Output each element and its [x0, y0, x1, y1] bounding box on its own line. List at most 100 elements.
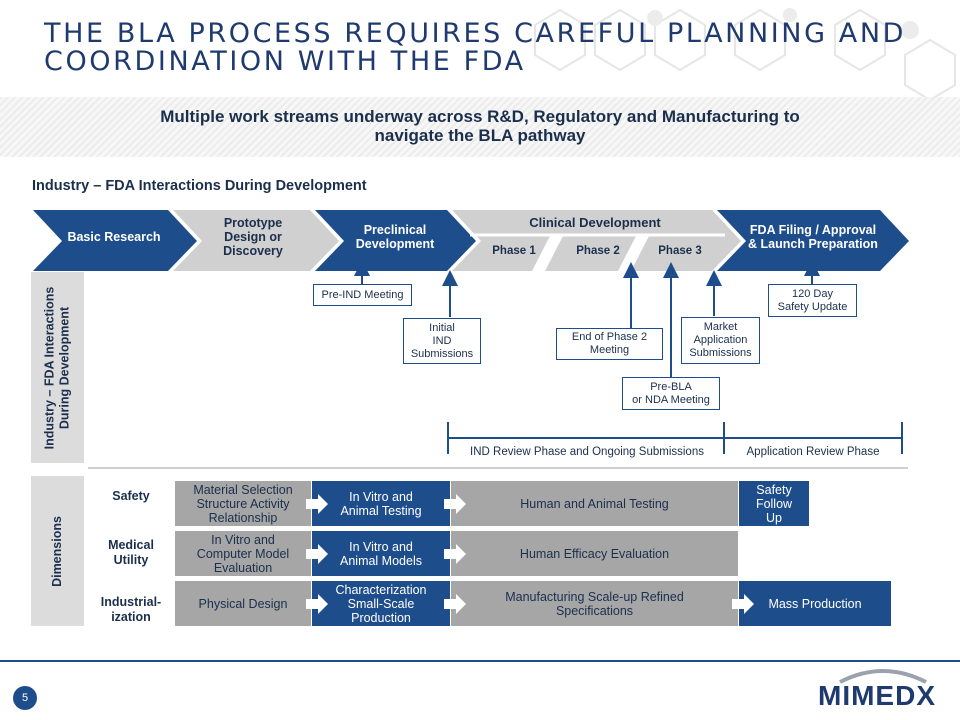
stage-preclinical: Preclinical Development	[340, 223, 450, 251]
safety-c1-line-3: Relationship	[208, 510, 278, 525]
callout-end-of-phase-2: End of Phase 2 Meeting	[556, 328, 663, 360]
callout-market-application: Market Application Submissions	[681, 317, 760, 364]
row-label-safety: Safety	[112, 489, 150, 503]
industrial-characterization: Characterization Small-Scale Production	[312, 581, 450, 626]
stage-prototype-line-2: Design or	[224, 230, 282, 244]
safety-follow-up: Safety Follow Up	[739, 481, 809, 526]
stage-fda-line-2: & Launch Preparation	[748, 237, 878, 251]
chevron-fda-filing	[717, 210, 909, 271]
row-label-medical-utility: Medical Utility	[92, 538, 170, 568]
stage-fda-filing: FDA Filing / Approval & Launch Preparati…	[738, 223, 888, 251]
callout-120-day-safety: 120 Day Safety Update	[768, 284, 857, 317]
callout-120-line-2: Safety Update	[777, 300, 848, 313]
arrow-right-icon	[306, 494, 328, 514]
arrow-right-icon	[444, 594, 466, 614]
application-review-phase-label: Application Review Phase	[746, 446, 880, 458]
stage-preclinical-line-2: Development	[355, 237, 435, 251]
callout-market-line-2: Application	[693, 334, 748, 346]
stage-prototype-line-3: Discovery	[223, 244, 283, 258]
section-title: Industry – FDA Interactions During Devel…	[32, 178, 367, 194]
safety-c4-line-1: Safety	[756, 482, 792, 497]
callout-initial-line-2: IND	[432, 334, 452, 347]
safety-human-animal-testing: Human and Animal Testing	[451, 481, 738, 526]
row-label-industrial-line-2: ization	[111, 610, 151, 624]
callout-eop2-line-2: Meeting	[589, 344, 630, 356]
safety-in-vitro-animal-testing: In Vitro and Animal Testing	[312, 481, 450, 526]
chevron-prototype	[173, 210, 339, 271]
page-title: THE BLA PROCESS REQUIRES CAREFUL PLANNIN…	[44, 20, 924, 76]
title-line-1: THE BLA PROCESS REQUIRES CAREFUL PLANNIN…	[44, 18, 907, 49]
callout-prebla-line-1: Pre-BLA	[650, 380, 692, 393]
industrial-physical-design: Physical Design	[175, 581, 311, 626]
medical-c1-line-1: In Vitro and	[211, 532, 275, 547]
subtitle-band	[0, 97, 960, 157]
industrial-manufacturing-scale-up: Manufacturing Scale-up Refined Specifica…	[451, 581, 738, 626]
safety-c2-line-2: Animal Testing	[340, 503, 422, 518]
stage-clinical: Clinical Development	[529, 215, 661, 230]
row-label-medical-line-1: Medical	[108, 538, 154, 552]
row-label-industrial-line-1: Industrial-	[100, 595, 162, 609]
safety-material-selection: Material Selection Structure Activity Re…	[175, 481, 311, 526]
stage-preclinical-line-1: Preclinical	[363, 223, 427, 237]
industrial-c2-line-1: Characterization	[335, 582, 427, 597]
medical-c1-line-2: Computer Model	[196, 546, 290, 561]
footer-line	[0, 660, 960, 662]
subtitle-line-1: Multiple work streams underway across R&…	[160, 107, 800, 126]
stage-phase-3: Phase 3	[658, 245, 702, 257]
stage-phase-1: Phase 1	[492, 245, 536, 257]
mimedx-logo: MIMEDX	[818, 680, 936, 711]
safety-c2-line-1: In Vitro and	[349, 489, 413, 504]
callout-market-line-3: Submissions	[689, 347, 752, 359]
safety-c4-line-3: Up	[766, 510, 782, 525]
safety-c4-line-2: Follow	[755, 496, 793, 511]
row-label-industrialization: Industrial- ization	[92, 595, 170, 625]
medical-human-efficacy: Human Efficacy Evaluation	[451, 531, 738, 576]
industrial-c3-line-1: Manufacturing Scale-up Refined	[505, 589, 684, 604]
ind-review-phase-label: IND Review Phase and Ongoing Submissions	[470, 446, 704, 458]
interactions-side-label: Industry – FDA Interactions During Devel…	[31, 272, 84, 463]
page-number: 5	[13, 686, 37, 710]
dimensions-side-label: Dimensions	[31, 476, 84, 626]
arrow-right-icon	[732, 594, 754, 614]
arrow-right-icon	[306, 544, 328, 564]
logo-swoosh	[839, 669, 927, 684]
callout-pre-bla-meeting: Pre-BLA or NDA Meeting	[622, 377, 720, 410]
medical-in-vitro-computer-model: In Vitro and Computer Model Evaluation	[175, 531, 311, 576]
callout-initial-line-1: Initial	[429, 321, 455, 334]
stage-prototype-line-1: Prototype	[223, 216, 283, 230]
safety-c1-line-1: Material Selection	[193, 482, 293, 497]
callout-120-line-1: 120 Day	[792, 287, 833, 300]
chevron-preclinical	[315, 210, 476, 271]
stage-basic-research: Basic Research	[67, 230, 161, 244]
stage-phase-2: Phase 2	[576, 245, 620, 257]
callout-initial-line-3: Submissions	[410, 347, 474, 360]
safety-c1-line-2: Structure Activity	[196, 496, 290, 511]
industrial-c3-line-2: Specifications	[555, 603, 634, 618]
stage-chevrons	[33, 210, 909, 271]
industrial-c2-line-3: Production	[351, 610, 411, 625]
medical-c2-line-2: Animal Models	[340, 553, 422, 568]
medical-c1-line-3: Evaluation	[213, 560, 273, 575]
callout-arrows	[354, 260, 903, 454]
row-label-medical-line-2: Utility	[113, 553, 149, 567]
flow-arrows	[306, 494, 754, 614]
callout-prebla-line-2: or NDA Meeting	[632, 393, 710, 406]
callout-market-line-1: Market	[703, 321, 738, 333]
medical-in-vitro-animal-models: In Vitro and Animal Models	[312, 531, 450, 576]
subtitle-line-2: navigate the BLA pathway	[374, 126, 586, 145]
callout-pre-ind-meeting: Pre-IND Meeting	[313, 284, 412, 306]
industrial-mass-production: Mass Production	[739, 581, 891, 626]
medical-c2-line-1: In Vitro and	[349, 539, 413, 554]
subtitle: Multiple work streams underway across R&…	[110, 107, 850, 145]
callout-initial-ind: Initial IND Submissions	[403, 318, 481, 364]
stage-fda-line-1: FDA Filing / Approval	[749, 223, 877, 237]
arrow-right-icon	[306, 594, 328, 614]
industrial-c2-line-2: Small-Scale	[347, 596, 415, 611]
arrow-right-icon	[444, 544, 466, 564]
arrow-right-icon	[444, 494, 466, 514]
divider	[88, 467, 908, 469]
stage-prototype: Prototype Design or Discovery	[198, 216, 308, 258]
callout-eop2-line-1: End of Phase 2	[571, 331, 648, 343]
title-line-2: COORDINATION WITH THE FDA	[44, 46, 526, 77]
chevron-clinical	[452, 210, 741, 271]
